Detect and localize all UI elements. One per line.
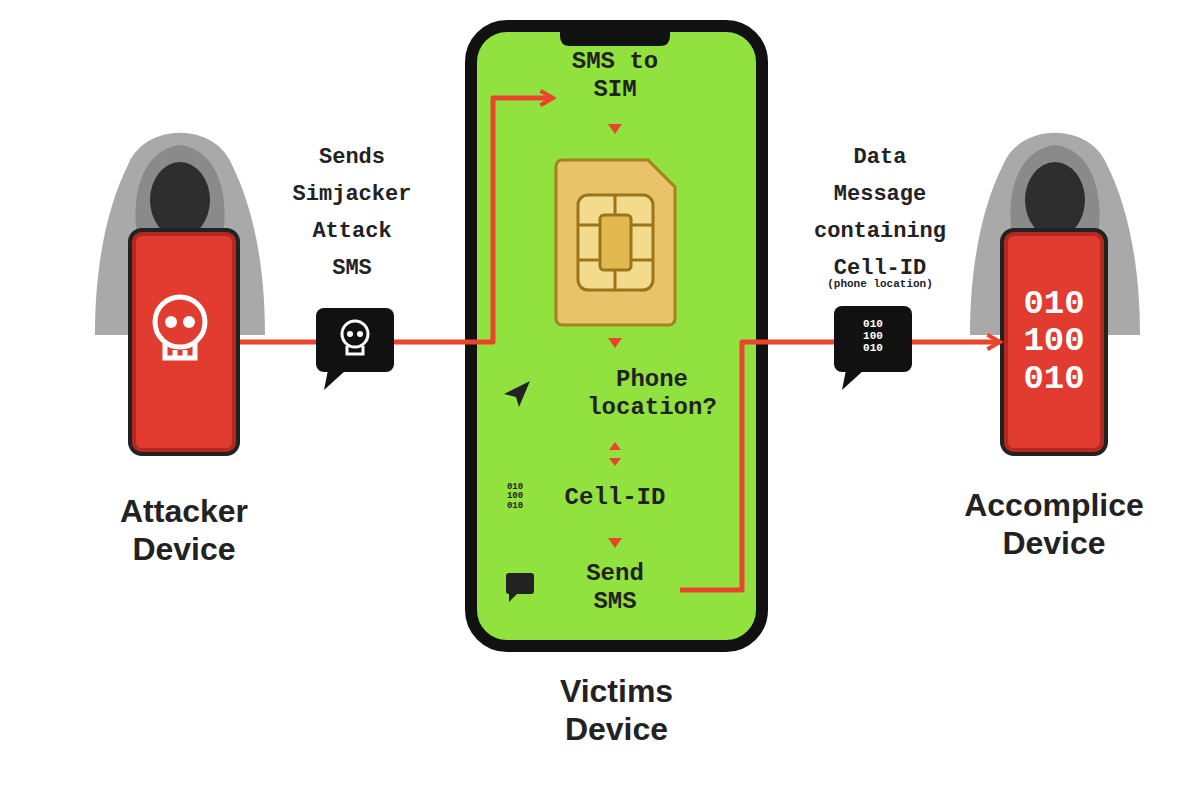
sim-contacts bbox=[578, 195, 653, 290]
bubble-tail bbox=[842, 370, 864, 390]
label-box: Send SMS bbox=[586, 560, 644, 615]
skull-cranium bbox=[342, 321, 368, 347]
down-arrow bbox=[608, 124, 622, 134]
device-caption-box: Victims Device bbox=[560, 672, 673, 749]
skull-jaw bbox=[347, 346, 363, 354]
step-label: SMS to SIM bbox=[565, 48, 665, 103]
victim-phone: Victims Device bbox=[465, 20, 768, 652]
head bbox=[1025, 162, 1085, 238]
up-arrow bbox=[609, 442, 621, 450]
phone-screen bbox=[132, 232, 236, 452]
bubble-skull bbox=[342, 321, 368, 354]
bubble-tail bbox=[324, 370, 346, 390]
step-label: Phone location? bbox=[587, 366, 717, 421]
chat-bubble bbox=[506, 573, 534, 594]
label-box: SMS to SIM bbox=[565, 48, 665, 103]
down-arrow bbox=[608, 338, 622, 348]
speech-bubble bbox=[834, 306, 912, 390]
skull-eye bbox=[183, 316, 195, 328]
edge-label-box: Sends Simjacker Attack SMS bbox=[293, 140, 412, 288]
head bbox=[150, 162, 210, 238]
label-box: Phone location? bbox=[587, 366, 717, 421]
phone-screen: 010 100 010 bbox=[1004, 232, 1104, 452]
edge-label: Sends Simjacker Attack SMS bbox=[293, 140, 412, 288]
binary-icon-text: 010 100 010 bbox=[863, 318, 883, 354]
hood-opening bbox=[1010, 145, 1099, 240]
edge-label-box: Data Message containing Cell-ID bbox=[814, 140, 946, 288]
down-arrow bbox=[608, 538, 622, 548]
device-caption: Victims Device bbox=[560, 672, 673, 749]
label-box: Cell-ID bbox=[565, 484, 666, 512]
edge-label: Data Message containing Cell-ID bbox=[814, 140, 946, 288]
skull-cranium bbox=[155, 297, 205, 347]
label-box: 010 100 010 bbox=[863, 318, 883, 354]
device-caption-box: Attacker Device bbox=[120, 492, 248, 569]
label-box: 010 100 010 bbox=[507, 483, 523, 511]
bubble-body bbox=[316, 308, 394, 372]
chat-icon bbox=[506, 573, 534, 602]
hood-opening bbox=[135, 145, 224, 240]
skull-jaw bbox=[165, 343, 195, 358]
sim-card bbox=[556, 160, 675, 325]
message-arrow bbox=[680, 342, 1000, 590]
sim-body bbox=[556, 160, 675, 325]
step-label: Cell-ID bbox=[565, 484, 666, 512]
screen-text: 010 100 010 bbox=[1023, 286, 1084, 398]
chat-tail bbox=[509, 592, 519, 602]
skull-eye bbox=[357, 331, 363, 337]
message-arrow bbox=[240, 98, 553, 342]
attacker-phone: Attacker Device bbox=[128, 228, 240, 456]
sim-contact-lines bbox=[578, 195, 653, 290]
phone-screen bbox=[477, 32, 756, 640]
device-caption-box: Accomplice Device bbox=[964, 486, 1144, 563]
speech-bubble bbox=[316, 308, 394, 390]
sim-chip-core bbox=[600, 215, 631, 270]
phone-notch bbox=[560, 30, 670, 46]
skull-eye bbox=[347, 331, 353, 337]
step-label: Send SMS bbox=[586, 560, 644, 615]
down-arrow bbox=[609, 458, 621, 466]
accomplice-phone: 010 100 010Accomplice Device bbox=[1000, 228, 1108, 456]
location-icon bbox=[504, 381, 530, 407]
device-caption: Attacker Device bbox=[120, 492, 248, 569]
device-caption: Accomplice Device bbox=[964, 486, 1144, 563]
binary-icon-text: 010 100 010 bbox=[507, 483, 523, 511]
skull-eye bbox=[165, 316, 177, 328]
bubble-body bbox=[834, 306, 912, 372]
skull-icon bbox=[155, 297, 205, 358]
